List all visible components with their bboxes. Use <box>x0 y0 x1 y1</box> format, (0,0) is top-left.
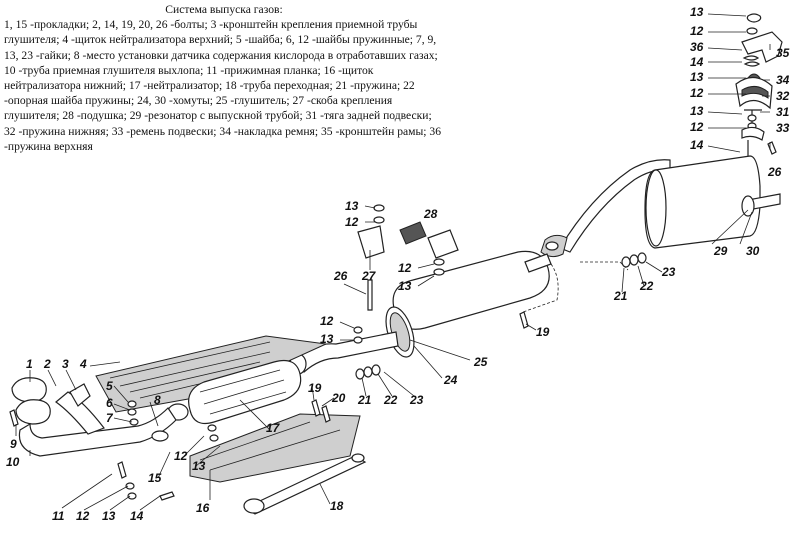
callout-14: 14 <box>690 55 704 69</box>
callout-16: 16 <box>196 501 210 515</box>
callout-15: 15 <box>148 471 162 485</box>
callout-21: 21 <box>357 393 372 407</box>
callout-24: 24 <box>443 373 458 387</box>
rear-suspension-assembly <box>735 13 783 156</box>
callout-27: 27 <box>361 269 377 283</box>
muffler-bracket-assembly <box>353 204 647 380</box>
callout-31: 31 <box>776 105 790 119</box>
legend: Система выпуска газов: 1, 15 -прокладки;… <box>4 2 444 154</box>
callout-13: 13 <box>690 104 704 118</box>
callout-labels: 13 12 36 35 14 13 34 12 32 13 31 12 33 1… <box>6 5 790 523</box>
callout-13: 13 <box>102 509 116 523</box>
callout-30: 30 <box>746 244 760 258</box>
callout-13: 13 <box>690 5 704 19</box>
callout-18: 18 <box>330 499 344 513</box>
callout-34: 34 <box>776 73 790 87</box>
callout-14: 14 <box>130 509 144 523</box>
callout-22: 22 <box>639 279 654 293</box>
resonator-assembly <box>540 155 781 258</box>
callout-33: 33 <box>776 121 790 135</box>
catalyst-assembly <box>95 335 367 515</box>
callout-8: 8 <box>154 393 161 407</box>
callout-20: 20 <box>331 391 346 405</box>
callout-13: 13 <box>690 70 704 84</box>
callout-2: 2 <box>43 357 51 371</box>
callout-17: 17 <box>266 421 281 435</box>
callout-13: 13 <box>345 199 359 213</box>
callout-12: 12 <box>398 261 412 275</box>
callout-12: 12 <box>320 314 334 328</box>
legend-text: 1, 15 -прокладки; 2, 14, 19, 20, 26 -бол… <box>4 18 442 153</box>
callout-12: 12 <box>174 449 188 463</box>
callout-35: 35 <box>776 46 790 60</box>
callout-7: 7 <box>106 411 114 425</box>
intake-pipe-assembly <box>9 377 219 501</box>
callout-23: 23 <box>409 393 424 407</box>
callout-29: 29 <box>713 244 728 258</box>
muffler-assembly <box>289 250 629 375</box>
callout-3: 3 <box>62 357 69 371</box>
callout-12: 12 <box>690 86 704 100</box>
callout-21: 21 <box>613 289 628 303</box>
callout-9: 9 <box>10 437 17 451</box>
callout-11: 11 <box>52 509 65 523</box>
callout-12: 12 <box>690 24 704 38</box>
callout-22: 22 <box>383 393 398 407</box>
callout-19: 19 <box>308 381 322 395</box>
leader-lines <box>15 13 771 511</box>
callout-14: 14 <box>690 138 704 152</box>
callout-36: 36 <box>690 40 704 54</box>
callout-12: 12 <box>76 509 90 523</box>
callout-12: 12 <box>690 120 704 134</box>
callout-19: 19 <box>536 325 550 339</box>
callout-12: 12 <box>345 215 359 229</box>
callout-13: 13 <box>398 279 412 293</box>
callout-26: 26 <box>333 269 348 283</box>
callout-28: 28 <box>423 207 438 221</box>
callout-4: 4 <box>79 357 87 371</box>
callout-32: 32 <box>776 89 790 103</box>
callout-6: 6 <box>106 396 113 410</box>
callout-26: 26 <box>767 165 782 179</box>
callout-13: 13 <box>320 332 334 346</box>
callout-23: 23 <box>661 265 676 279</box>
callout-1: 1 <box>26 357 33 371</box>
callout-25: 25 <box>473 355 488 369</box>
legend-title: Система выпуска газов: <box>165 3 283 16</box>
callout-5: 5 <box>106 379 113 393</box>
callout-13: 13 <box>192 459 206 473</box>
callout-10: 10 <box>6 455 20 469</box>
